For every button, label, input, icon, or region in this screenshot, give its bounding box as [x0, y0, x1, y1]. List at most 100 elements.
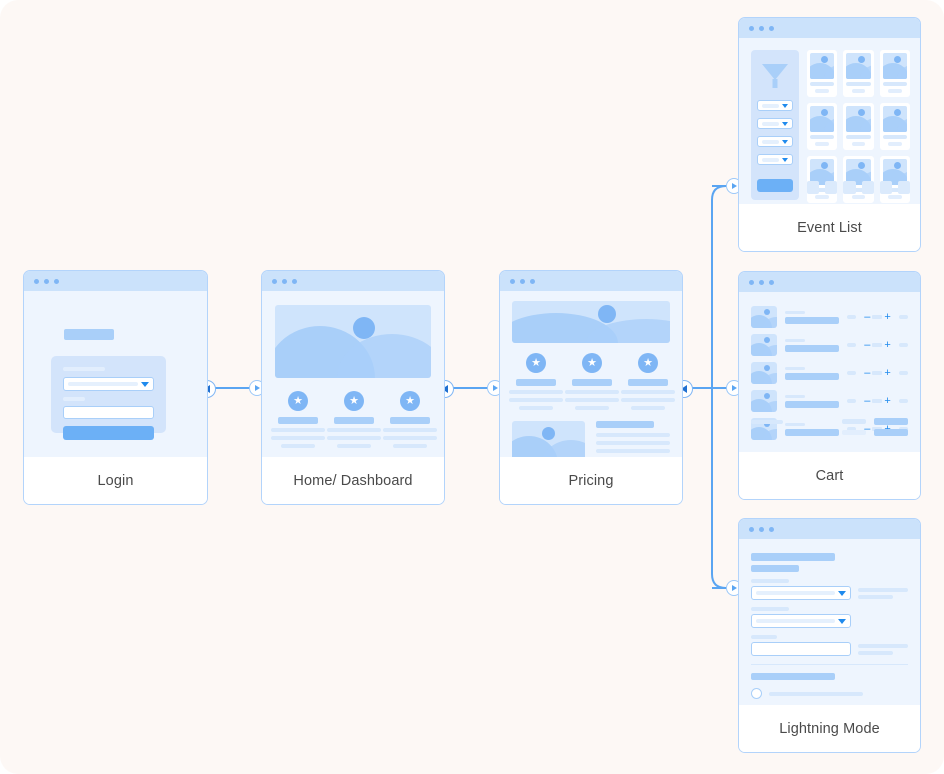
card-cart[interactable]: – +	[738, 271, 921, 500]
feature-line	[565, 390, 619, 394]
hill-shape	[763, 401, 777, 412]
product-sku	[785, 366, 805, 370]
decrement-icon[interactable]: –	[864, 338, 871, 351]
event-card[interactable]	[843, 50, 874, 97]
feature-line	[519, 406, 553, 410]
feature-title	[390, 417, 430, 424]
unit-price	[847, 371, 857, 375]
chevron-down-icon	[782, 121, 788, 126]
decrement-icon[interactable]: –	[864, 394, 871, 407]
lightning-select-2[interactable]	[751, 614, 851, 628]
quantity-stepper[interactable]: – +	[864, 310, 891, 323]
window-dot	[520, 278, 525, 284]
cart-row[interactable]: – +	[751, 388, 908, 414]
event-card[interactable]	[807, 156, 838, 203]
hero-image-placeholder	[275, 305, 431, 378]
event-meta-line	[851, 195, 866, 199]
increment-icon[interactable]: +	[884, 366, 891, 379]
sun-icon	[764, 309, 770, 315]
page-button[interactable]	[843, 181, 856, 194]
page-button[interactable]	[807, 181, 820, 194]
decrement-icon[interactable]: –	[864, 366, 871, 379]
quantity-value	[872, 315, 883, 319]
login-submit-button[interactable]	[63, 426, 154, 440]
feature-item: ★	[564, 353, 620, 410]
pagination[interactable]	[807, 181, 911, 194]
filter-select-3[interactable]	[757, 136, 793, 147]
card-label-lightning-mode: Lightning Mode	[739, 705, 920, 752]
sun-icon	[542, 427, 555, 440]
window-dot	[510, 278, 515, 284]
lightning-text-input[interactable]	[751, 642, 851, 656]
card-pricing[interactable]: ★ ★ ★	[499, 270, 683, 505]
hill-shape	[824, 171, 835, 185]
apply-filters-button[interactable]	[757, 179, 793, 192]
password-field[interactable]	[63, 406, 154, 419]
continue-shopping-link[interactable]	[751, 420, 783, 424]
sun-icon	[353, 317, 375, 339]
product-name	[785, 366, 839, 380]
page-button[interactable]	[879, 181, 892, 194]
window-dot	[272, 278, 277, 284]
feature-line	[271, 436, 325, 440]
window-dot	[769, 526, 774, 532]
summary-row	[751, 418, 908, 425]
event-card[interactable]	[843, 156, 874, 203]
detail-line	[596, 441, 670, 445]
unit-price	[847, 315, 857, 319]
decrement-icon[interactable]: –	[864, 310, 871, 323]
decrement-icon[interactable]: –	[864, 422, 871, 435]
event-card[interactable]	[879, 103, 910, 150]
event-card[interactable]	[843, 103, 874, 150]
star-icon: ★	[526, 353, 546, 373]
filter-select-1[interactable]	[757, 100, 793, 111]
event-card[interactable]	[807, 103, 838, 150]
quantity-stepper[interactable]: – +	[864, 394, 891, 407]
feature-item: ★	[508, 353, 564, 410]
line-total	[898, 343, 908, 347]
event-card[interactable]	[879, 50, 910, 97]
card-event-list[interactable]: Event List	[738, 17, 921, 252]
event-title-line	[882, 82, 907, 86]
cart-row[interactable]: – +	[751, 332, 908, 358]
page-button[interactable]	[897, 181, 911, 194]
increment-icon[interactable]: +	[884, 310, 891, 323]
arrow-right-icon	[731, 585, 737, 591]
hill-shape	[763, 317, 777, 328]
window-dot	[769, 25, 774, 31]
star-icon: ★	[400, 391, 420, 411]
event-card[interactable]	[807, 50, 838, 97]
product-sku	[785, 310, 805, 314]
radio-option-1[interactable]	[751, 688, 908, 699]
event-card[interactable]	[879, 156, 910, 203]
username-select[interactable]	[63, 377, 154, 391]
event-thumbnail	[810, 53, 835, 79]
cart-row[interactable]: – +	[751, 360, 908, 386]
sun-icon	[821, 56, 829, 63]
event-title-line	[810, 82, 835, 86]
filter-select-4[interactable]	[757, 154, 793, 165]
page-button[interactable]	[861, 181, 874, 194]
event-meta-line	[888, 195, 902, 199]
product-name	[785, 338, 839, 352]
cart-row[interactable]: – +	[751, 304, 908, 330]
sun-icon	[893, 56, 901, 63]
window-dot	[44, 278, 49, 284]
window-dots-icon	[262, 271, 444, 291]
radio-icon[interactable]	[751, 688, 762, 699]
card-dashboard[interactable]: ★ ★ ★	[261, 270, 445, 505]
filter-select-2[interactable]	[757, 118, 793, 129]
card-lightning-mode[interactable]: Lightning Mode	[738, 518, 921, 753]
product-title	[785, 372, 839, 380]
field-hint-1	[858, 586, 908, 599]
increment-icon[interactable]: +	[884, 394, 891, 407]
quantity-stepper[interactable]: – +	[864, 366, 891, 379]
increment-icon[interactable]: +	[884, 423, 890, 435]
page-button[interactable]	[825, 181, 838, 194]
quantity-stepper[interactable]: – +	[864, 338, 891, 351]
hint-line	[858, 651, 893, 655]
lightning-select-1[interactable]	[751, 586, 851, 600]
card-login[interactable]: Login	[23, 270, 208, 505]
increment-icon[interactable]: +	[884, 338, 891, 351]
sun-icon	[764, 393, 770, 399]
